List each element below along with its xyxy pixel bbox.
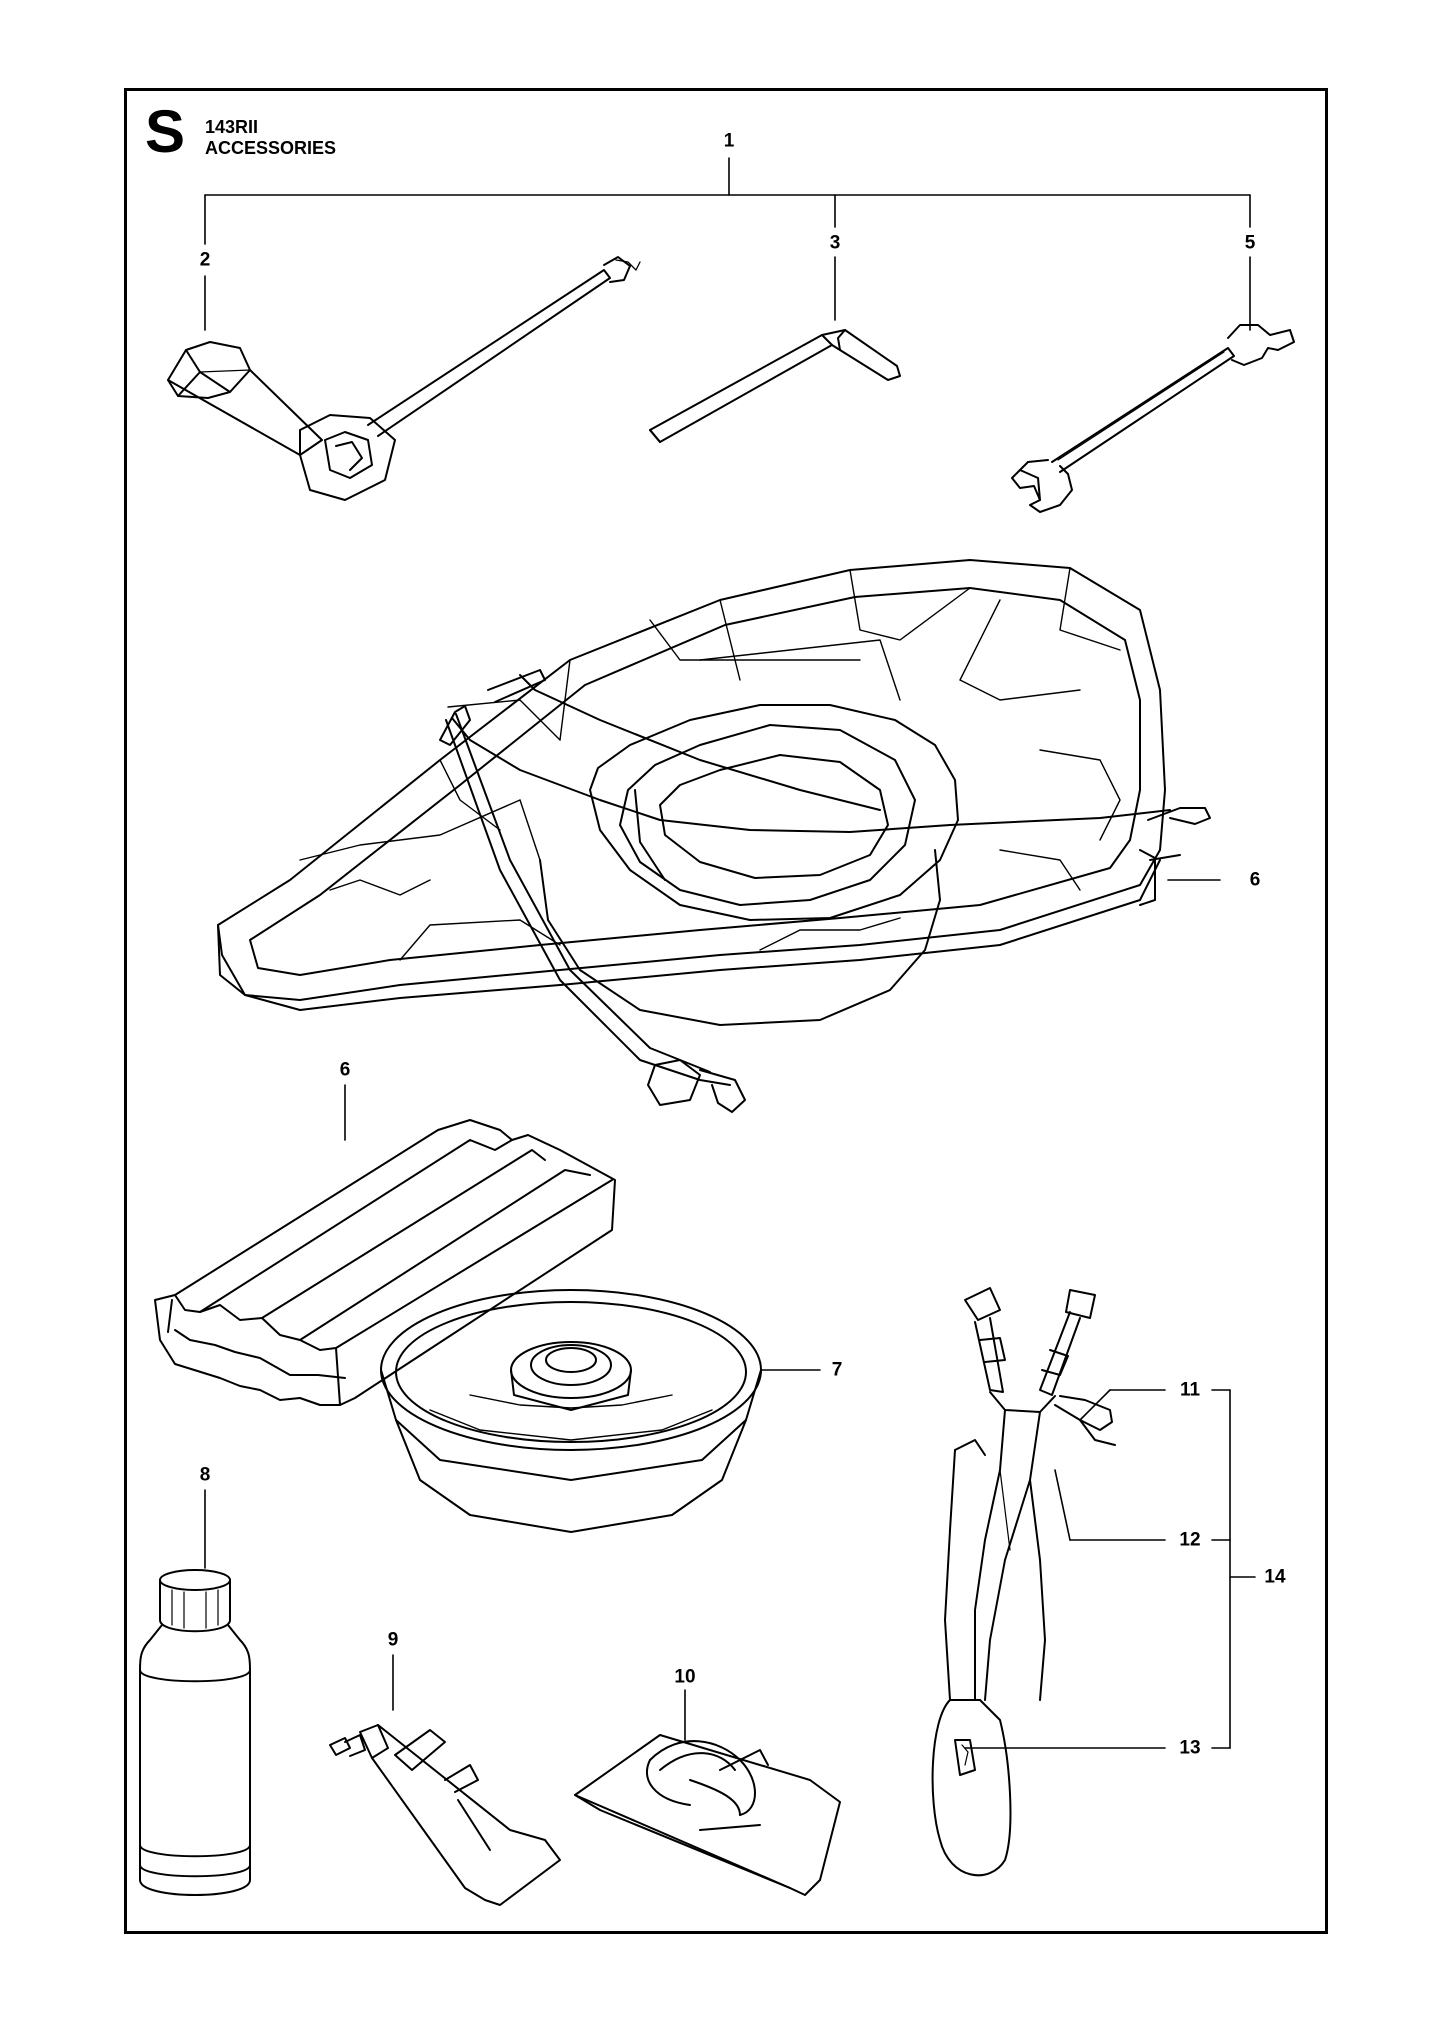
callout-7: 7 <box>831 1359 843 1381</box>
leader-lines-item-1 <box>205 158 1250 330</box>
callout-5: 5 <box>1244 232 1256 254</box>
callout-6-blade-guard: 6 <box>1249 869 1261 891</box>
transport-guard-icon <box>155 1085 615 1405</box>
callout-13: 13 <box>1179 1737 1201 1759</box>
callout-9: 9 <box>387 1629 399 1651</box>
callout-3: 3 <box>829 232 841 254</box>
drawing-frame <box>124 88 1328 1934</box>
page-header: 143RII ACCESSORIES <box>205 117 336 159</box>
support-cup-icon <box>381 1290 820 1532</box>
harness-icon <box>933 1288 1255 1875</box>
spark-plug-wrench-icon <box>168 257 640 500</box>
oil-bottle-icon <box>140 1490 250 1895</box>
model-name: 143RII <box>205 117 259 137</box>
callout-2: 2 <box>199 249 211 271</box>
callout-10: 10 <box>674 1666 696 1688</box>
combination-wrench-icon <box>1012 325 1294 512</box>
section-letter: S <box>145 98 186 165</box>
blade-guard-icon <box>218 560 1220 1112</box>
callout-1: 1 <box>723 130 735 152</box>
callout-14: 14 <box>1264 1566 1286 1588</box>
hex-key-icon <box>650 330 900 442</box>
callout-6-transport-guard: 6 <box>339 1059 351 1081</box>
page-title: ACCESSORIES <box>205 138 337 158</box>
callout-12: 12 <box>1179 1529 1201 1551</box>
callout-8: 8 <box>199 1464 211 1486</box>
bag-icon <box>575 1690 840 1895</box>
grease-tube-icon <box>330 1655 560 1905</box>
callout-11: 11 <box>1179 1379 1201 1401</box>
